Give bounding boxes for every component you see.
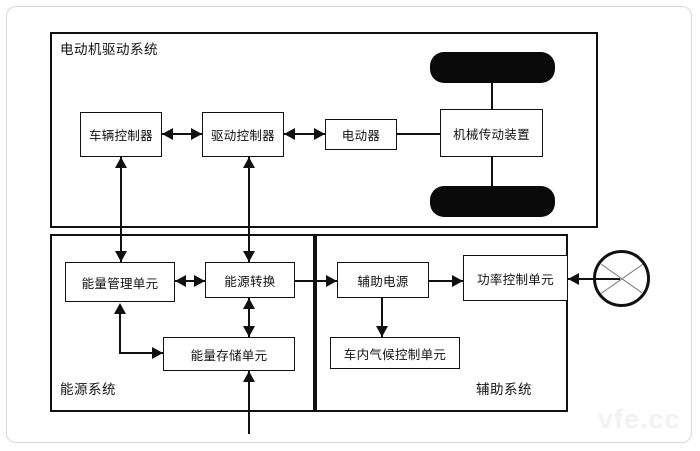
arrowhead-left-energymanagement bbox=[175, 274, 186, 287]
node-mechanical-transmission[interactable]: 机械传动装置 bbox=[440, 109, 543, 157]
node-auxiliary-power-supply-label: 辅助电源 bbox=[357, 274, 409, 289]
node-power-control-unit-label: 功率控制单元 bbox=[477, 272, 554, 287]
watermark-text: vfe.cc bbox=[598, 404, 681, 434]
node-energy-conversion[interactable]: 能源转换 bbox=[205, 262, 295, 298]
arrowhead-left-vehiclecontroller bbox=[162, 127, 173, 140]
arrowhead-down-energymanagement bbox=[114, 251, 127, 262]
arrowhead-down-energystorage bbox=[242, 326, 255, 337]
node-motor[interactable]: 电动器 bbox=[325, 119, 397, 150]
arrowhead-right-powercontrol bbox=[452, 274, 463, 287]
arrowhead-up-energymanagement2 bbox=[113, 303, 126, 314]
edge-energyconversion-drivecontroller bbox=[248, 157, 251, 262]
node-power-control-unit[interactable]: 功率控制单元 bbox=[463, 255, 568, 301]
panel-auxiliary-system-label: 辅助系统 bbox=[476, 382, 532, 397]
panel-drive-system bbox=[50, 32, 598, 228]
node-auxiliary-power-supply[interactable]: 辅助电源 bbox=[337, 262, 429, 298]
arrowhead-down-energyconversion bbox=[242, 251, 255, 262]
arrowhead-right-drivecontroller bbox=[191, 127, 202, 140]
link-transmission-wheel-top bbox=[491, 82, 494, 110]
node-vehicle-controller-label: 车辆控制器 bbox=[88, 129, 153, 143]
edge-energymanagement-vehiclecontroller bbox=[120, 157, 123, 262]
node-cabin-climate-control-unit-label: 车内气候控制单元 bbox=[343, 347, 447, 362]
edge-energymanagement-energystorage-horizontal bbox=[119, 352, 163, 355]
arrowhead-right-auxpower bbox=[326, 274, 337, 287]
node-energy-management-unit-label: 能量管理单元 bbox=[81, 276, 159, 291]
edge-motor-transmission bbox=[397, 133, 440, 136]
edge-energymanagement-energyconversion bbox=[175, 280, 205, 283]
edge-drivecontroller-motor bbox=[284, 133, 325, 136]
arrowhead-left-powercontrol bbox=[568, 272, 579, 285]
edge-external-energystorage bbox=[248, 371, 251, 434]
node-motor-label: 电动器 bbox=[341, 129, 381, 143]
link-transmission-wheel-bottom bbox=[491, 156, 494, 187]
panel-drive-system-label: 电动机驱动系统 bbox=[60, 42, 158, 57]
arrowhead-up-vehiclecontroller bbox=[114, 157, 127, 168]
arrowhead-up-drivecontroller bbox=[242, 157, 255, 168]
arrowhead-up-energyconversion2 bbox=[242, 298, 255, 309]
arrowhead-up-energystorage-external bbox=[242, 371, 255, 382]
edge-energyconversion-energystorage bbox=[248, 298, 251, 337]
arrowhead-left-drivecontroller bbox=[284, 127, 295, 140]
node-cabin-climate-control-unit[interactable]: 车内气候控制单元 bbox=[330, 337, 460, 369]
node-mechanical-transmission-label: 机械传动装置 bbox=[453, 127, 530, 142]
arrowhead-right-energystorage bbox=[152, 347, 163, 359]
panel-energy-system bbox=[50, 234, 315, 412]
steering-wheel-icon bbox=[593, 250, 650, 307]
wheel-top-symbol bbox=[430, 52, 555, 83]
node-drive-controller-label: 驱动控制器 bbox=[210, 129, 275, 143]
edge-vehiclecontroller-drivecontroller bbox=[162, 133, 202, 136]
arrowhead-right-energyconversion bbox=[194, 274, 205, 287]
edge-auxpower-powercontrol bbox=[429, 280, 463, 283]
node-energy-management-unit[interactable]: 能量管理单元 bbox=[65, 262, 175, 302]
arrowhead-right-motor bbox=[314, 127, 325, 140]
wheel-bottom-symbol bbox=[430, 186, 555, 217]
arrowhead-down-cabinclimate bbox=[375, 326, 388, 337]
node-energy-storage-unit[interactable]: 能量存储单元 bbox=[163, 337, 295, 371]
edge-auxpower-cabinclimate bbox=[381, 298, 384, 337]
edge-energyconversion-auxpower bbox=[295, 280, 337, 283]
panel-energy-system-label: 能源系统 bbox=[60, 382, 116, 397]
edge-energymanagement-energystorage-vertical bbox=[119, 308, 122, 354]
node-drive-controller[interactable]: 驱动控制器 bbox=[202, 112, 284, 157]
panel-auxiliary-system bbox=[315, 234, 568, 412]
node-energy-storage-unit-label: 能量存储单元 bbox=[190, 348, 268, 363]
node-vehicle-controller[interactable]: 车辆控制器 bbox=[80, 112, 162, 157]
node-energy-conversion-label: 能源转换 bbox=[224, 274, 276, 289]
